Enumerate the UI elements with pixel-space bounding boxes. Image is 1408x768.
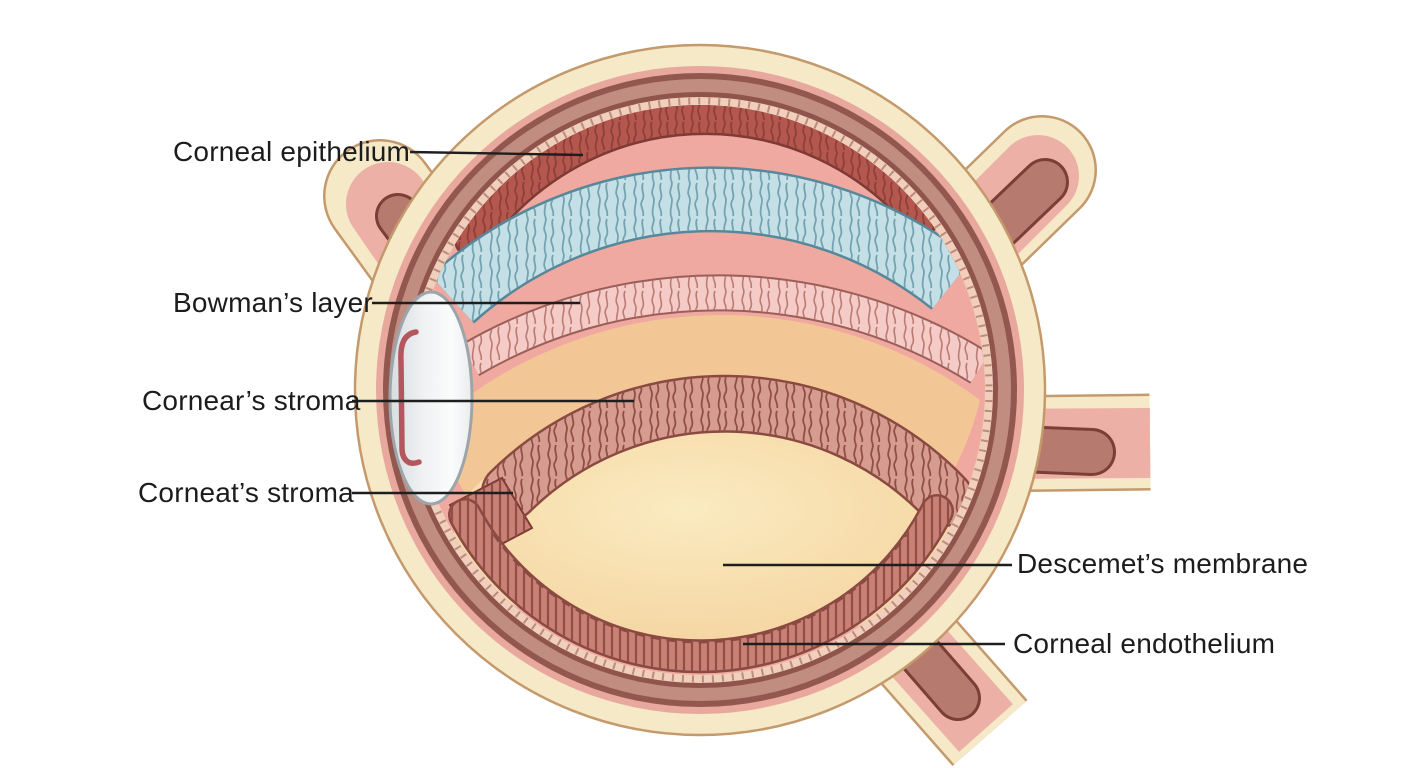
- leader-lines: [352, 150, 1012, 646]
- label-corneats-stroma: Corneat’s stroma: [138, 476, 354, 508]
- rose-crack-band: [481, 374, 974, 527]
- label-bowmans-layer: Bowman’s layer: [173, 286, 373, 318]
- bowman-layer-band: [429, 166, 973, 324]
- lens-inner-curve: [398, 329, 422, 466]
- corneal-layers: [429, 105, 985, 674]
- lens: [388, 290, 474, 506]
- stroma-light-pink-band: [460, 274, 985, 384]
- label-corneal-endothelium: Corneal endothelium: [1013, 627, 1276, 659]
- ciliary-band: [448, 494, 954, 674]
- corneal-epithelium-band: [454, 105, 940, 258]
- central-body: [454, 418, 970, 646]
- label-descemets-membrane: Descemet’s membrane: [1017, 547, 1309, 579]
- label-corneal-epithelium: Corneal epithelium: [173, 135, 411, 167]
- dashed-tick-ring: [407, 97, 993, 683]
- label-cornears-stroma: Cornear’s stroma: [142, 384, 361, 416]
- leader-line-corneal-epithelium: [409, 150, 584, 157]
